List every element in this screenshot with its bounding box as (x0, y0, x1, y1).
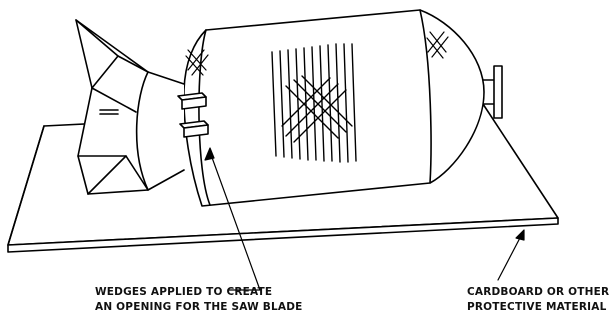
wedges-callout: WEDGES APPLIED TO CREATE AN OPENING FOR … (95, 285, 303, 315)
wedges-callout-line-1: WEDGES APPLIED TO CREATE (95, 286, 273, 298)
wedge-lower (179, 120, 209, 138)
right-cap-hatch (426, 31, 449, 59)
wedges-callout-line-2: AN OPENING FOR THE SAW BLADE (95, 301, 303, 313)
body-label-hatch (271, 43, 357, 163)
cardboard-callout-line-2: PROTECTIVE MATERIAL (467, 301, 607, 313)
cardboard-callout-line-1: CARDBOARD OR OTHER (467, 286, 610, 298)
wedge-upper (177, 92, 207, 110)
cardboard-leader-line (497, 229, 525, 281)
cardboard-callout: CARDBOARD OR OTHER PROTECTIVE MATERIAL (467, 285, 609, 315)
cylinder-fins (75, 19, 185, 195)
left-cap-hatch (185, 49, 209, 76)
wedges-leader-line (204, 147, 261, 291)
